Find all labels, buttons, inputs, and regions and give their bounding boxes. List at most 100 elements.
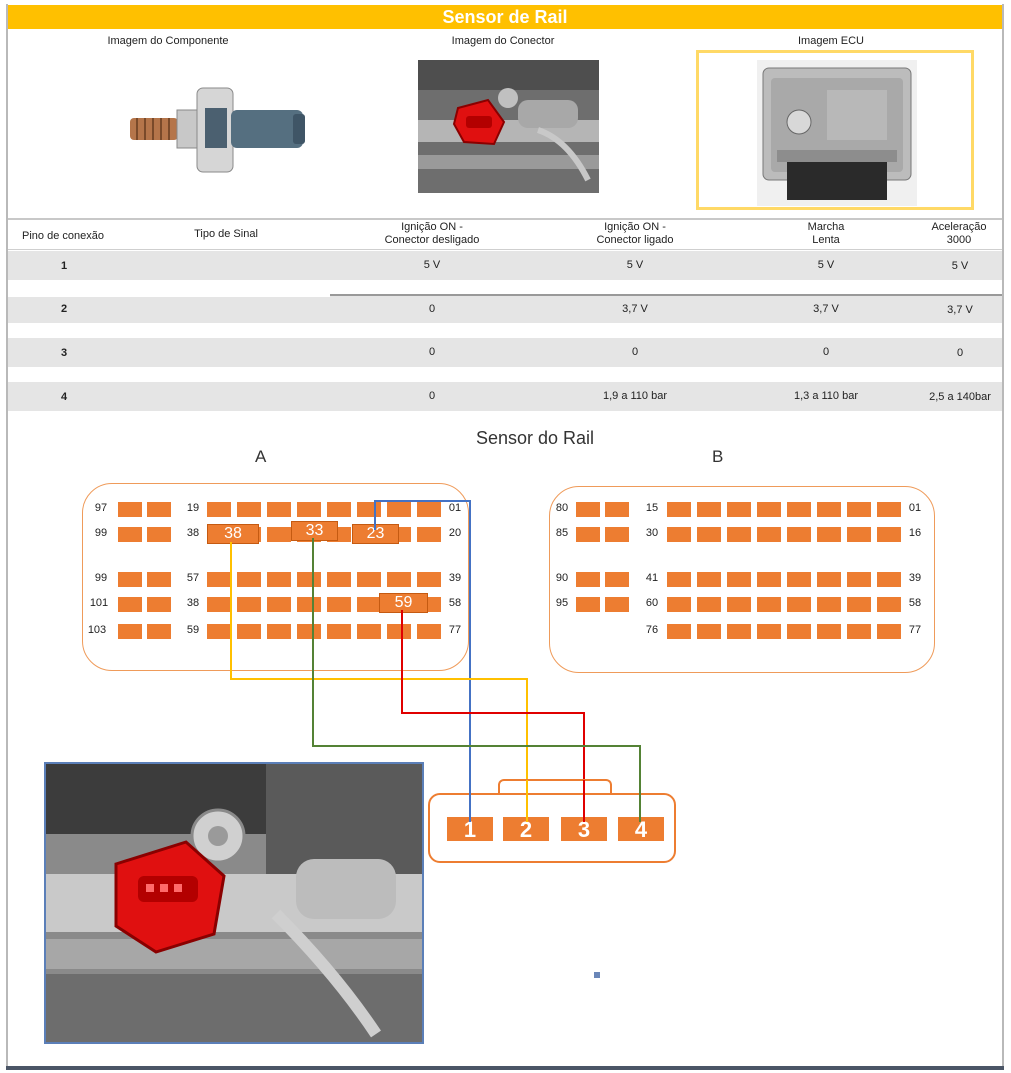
ecu-pin — [877, 502, 901, 517]
b-right-pin-label: 16 — [908, 527, 922, 539]
ecu-pin — [207, 597, 231, 612]
ecu-pin — [118, 597, 142, 612]
ecu-image-caption: Imagem ECU — [797, 35, 865, 47]
b-left-pin-label: 95 — [555, 597, 569, 609]
ecu-pin — [817, 624, 841, 639]
row-4-pin: 4 — [60, 391, 68, 403]
ecu-pin — [576, 597, 600, 612]
b-right-pin-label: 01 — [908, 502, 922, 514]
page-title: Sensor de Rail — [442, 6, 568, 27]
ecu-pin — [727, 502, 751, 517]
ecu-pin — [817, 527, 841, 542]
ecu-pin — [237, 597, 261, 612]
row-2-accel: 3,7 V — [947, 304, 973, 316]
ecu-pin — [417, 624, 441, 639]
ecu-pin — [147, 624, 171, 639]
row-2-on: 3,7 V — [622, 303, 648, 315]
ecu-pin — [327, 502, 351, 517]
header-accel: Aceleração 3000 — [931, 221, 987, 246]
a-right-pin-label: 58 — [448, 597, 462, 609]
row-2-off: 0 — [428, 303, 436, 315]
sensor-pin-4: 4 — [618, 817, 664, 842]
ecu-pin — [847, 502, 871, 517]
ecu-pin — [667, 572, 691, 587]
row-2-idle: 3,7 V — [813, 303, 839, 315]
row-3-off: 0 — [428, 346, 436, 358]
ecu-pin — [147, 527, 171, 542]
row-1-idle: 5 V — [817, 259, 835, 271]
ecu-pin — [207, 624, 231, 639]
ecu-pin — [787, 502, 811, 517]
ecu-pin — [847, 597, 871, 612]
ecu-pin — [817, 502, 841, 517]
a-right-pin-label: 01 — [448, 502, 462, 514]
a-mid-pin-label: 59 — [186, 624, 200, 636]
ecu-pin — [417, 527, 441, 542]
ecu-pin — [147, 597, 171, 612]
ecu-pin — [667, 624, 691, 639]
ecu-pin — [697, 597, 721, 612]
row-2-pin: 2 — [60, 303, 68, 315]
table-row — [8, 251, 1002, 280]
ecu-pin — [327, 624, 351, 639]
ecu-pin — [207, 572, 231, 587]
ecu-pin — [237, 572, 261, 587]
ecu-pin — [576, 527, 600, 542]
diagram-title: Sensor do Rail — [475, 428, 595, 448]
ecu-pin — [817, 572, 841, 587]
row-1-accel: 5 V — [951, 260, 969, 272]
a-mid-pin-label: 38 — [186, 527, 200, 539]
a-right-pin-label: 77 — [448, 624, 462, 636]
bottom-bar — [6, 1066, 1004, 1070]
b-right-pin-label: 39 — [908, 572, 922, 584]
header-separator — [8, 249, 1002, 250]
ecu-pin — [118, 502, 142, 517]
connector-b-label: B — [712, 447, 724, 466]
ecu-pin — [237, 502, 261, 517]
a-left-pin-label: 97 — [94, 502, 108, 514]
ecu-pin — [787, 572, 811, 587]
a-mid-pin-label: 38 — [186, 597, 200, 609]
ecu-pin — [267, 527, 291, 542]
ecu-pin — [417, 572, 441, 587]
header-ignition-on: Ignição ON - Conector ligado — [596, 221, 674, 246]
ecu-pin — [417, 502, 441, 517]
ecu-pin — [697, 572, 721, 587]
ecu-pin — [147, 502, 171, 517]
ecu-pin — [237, 624, 261, 639]
ecu-pin — [297, 502, 321, 517]
ecu-pin — [697, 527, 721, 542]
row-4-off: 0 — [428, 390, 436, 402]
title-bar: Sensor de Rail — [8, 5, 1002, 29]
ecu-pin — [605, 502, 629, 517]
ecu-pin — [757, 624, 781, 639]
connector-a-label: A — [255, 447, 267, 466]
highlight-pin-23: 23 — [352, 524, 399, 544]
b-left-pin-label: 80 — [555, 502, 569, 514]
ecu-pin — [267, 597, 291, 612]
row-separator-gap — [8, 294, 330, 297]
sensor-pin-2: 2 — [503, 817, 549, 842]
ecu-pin — [267, 502, 291, 517]
ecu-pin — [847, 572, 871, 587]
ecu-pin — [757, 527, 781, 542]
b-mid-pin-label: 30 — [645, 527, 659, 539]
row-4-idle: 1,3 a 110 bar — [793, 390, 858, 402]
ecu-pin — [357, 572, 381, 587]
ecu-pin — [757, 502, 781, 517]
sensor-pin-1: 1 — [447, 817, 493, 842]
row-1-pin: 1 — [60, 260, 68, 272]
connector-image-caption: Imagem do Conector — [451, 35, 555, 47]
header-idle: Marcha Lenta — [807, 221, 845, 246]
ecu-pin — [207, 502, 231, 517]
row-3-pin: 3 — [60, 347, 68, 359]
ecu-image — [757, 60, 917, 206]
a-right-pin-label: 39 — [448, 572, 462, 584]
ecu-pin — [327, 597, 351, 612]
ecu-pin — [757, 597, 781, 612]
header-ignition-off: Ignição ON - Conector desligado — [384, 221, 480, 246]
image-area-separator — [8, 218, 1002, 220]
a-mid-pin-label: 57 — [186, 572, 200, 584]
b-right-pin-label: 58 — [908, 597, 922, 609]
ecu-pin — [387, 624, 411, 639]
